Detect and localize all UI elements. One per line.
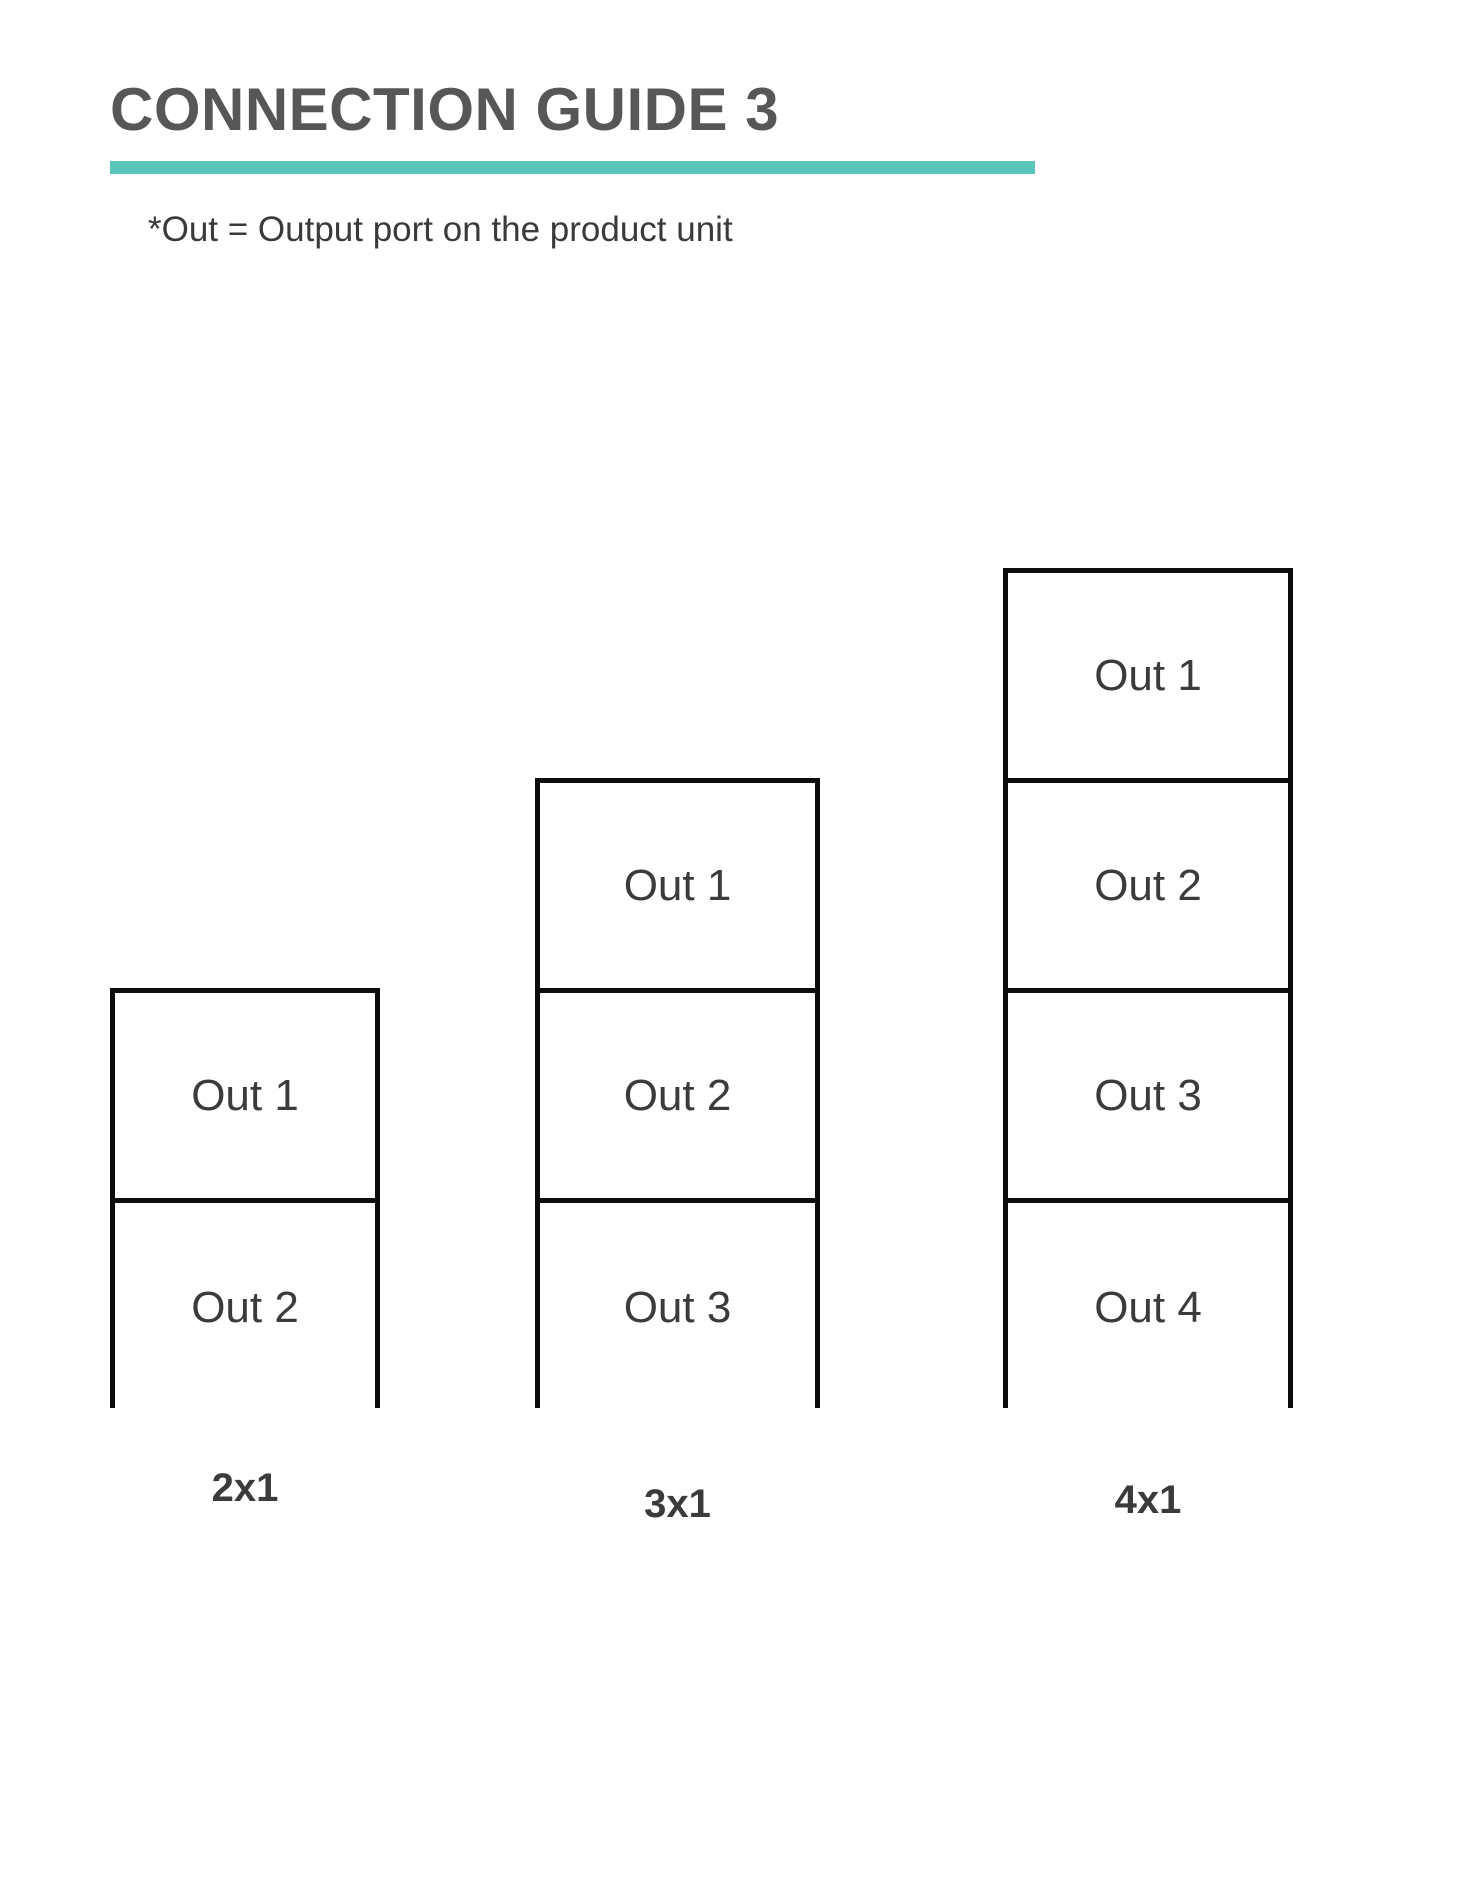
stack-caption-3x1: 3x1 — [644, 1482, 711, 1526]
stack-4x1: Out 1 Out 2 Out 3 Out 4 — [1003, 568, 1293, 1413]
port-label: Out 1 — [191, 1070, 299, 1120]
stack-caption-2x1: 2x1 — [211, 1466, 279, 1510]
stack-cell: Out 3 — [1008, 993, 1288, 1203]
port-label: Out 1 — [1094, 650, 1202, 700]
port-label: Out 3 — [1094, 1070, 1202, 1120]
title-accent-rule — [110, 161, 1035, 174]
stack-cell: Out 2 — [1008, 783, 1288, 993]
port-label: Out 3 — [623, 1283, 732, 1332]
port-label: Out 2 — [191, 1283, 299, 1332]
stack-cell: Out 1 — [1008, 573, 1288, 783]
stack-2x1: Out 1 Out 2 — [110, 988, 380, 1413]
stack-caption-4x1: 4x1 — [1114, 1478, 1182, 1522]
stack-cell: Out 2 — [540, 993, 815, 1203]
stack-cell: Out 3 — [540, 1203, 815, 1413]
port-label: Out 1 — [623, 860, 732, 910]
stack-cell: Out 4 — [1008, 1203, 1288, 1413]
subtitle-note: *Out = Output port on the product unit — [148, 210, 733, 249]
page-title: CONNECTION GUIDE 3 — [110, 76, 780, 143]
stack-cell: Out 2 — [115, 1203, 375, 1413]
stack-3x1: Out 1 Out 2 Out 3 — [535, 778, 820, 1413]
page-header: CONNECTION GUIDE 3 — [110, 78, 1040, 174]
stack-cell: Out 1 — [540, 783, 815, 993]
port-label: Out 4 — [1094, 1283, 1202, 1332]
port-label: Out 2 — [623, 1070, 732, 1120]
stack-cell: Out 1 — [115, 993, 375, 1203]
port-label: Out 2 — [1094, 860, 1202, 910]
